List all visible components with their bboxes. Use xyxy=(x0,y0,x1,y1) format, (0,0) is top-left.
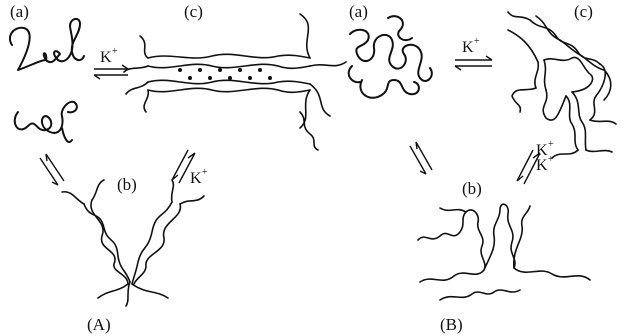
reverse-arrow xyxy=(46,154,64,181)
helix-strand xyxy=(148,88,310,92)
panel-A-bimolecular-hairpin xyxy=(62,180,204,306)
helix-strand xyxy=(535,60,546,90)
panel-B-arrow-a-b xyxy=(410,142,432,174)
panel-A-ion-charge: + xyxy=(202,167,208,178)
panel-A: (a) (c) (b) (A) K + xyxy=(10,2,346,334)
panel-A-caption: (A) xyxy=(87,315,111,334)
dangling-end xyxy=(98,282,168,306)
helix-strand xyxy=(134,204,180,284)
panel-B-ion-label: K xyxy=(462,39,474,56)
panel-A-label-b: (b) xyxy=(117,175,137,194)
dangling-end xyxy=(300,14,346,128)
forward-arrow xyxy=(40,158,58,185)
panel-A-random-coils xyxy=(10,19,84,142)
helix-strand xyxy=(132,202,172,284)
panel-B-arrow-a-c: K + xyxy=(455,36,492,70)
helix-strand xyxy=(148,80,310,84)
coil-strand xyxy=(15,102,77,142)
panel-B-random-coil xyxy=(349,16,432,98)
panel-A-label-c: (c) xyxy=(184,2,203,21)
reverse-arrow xyxy=(455,66,492,70)
panel-B-ion-charge: + xyxy=(474,36,480,47)
panel-B: (a) (c) (b) (B) K + xyxy=(349,2,616,334)
hairpin-strand xyxy=(418,204,530,270)
panel-A-ion-charge: + xyxy=(112,46,118,57)
forward-arrow xyxy=(410,146,426,174)
panel-B-label-a: (a) xyxy=(349,2,368,21)
panel-B-caption: (B) xyxy=(440,315,463,334)
loop-strand xyxy=(508,12,566,120)
helix-strand xyxy=(536,16,604,70)
panel-A-arrow-a-b xyxy=(40,154,64,185)
helix-strand xyxy=(530,20,600,64)
panel-A-label-a: (a) xyxy=(10,2,29,21)
helix-strand xyxy=(91,200,128,284)
panel-A-arrow-c-b: K + xyxy=(172,150,208,187)
panel-A-tetramolecular-quadruplex xyxy=(124,14,346,150)
panel-A-ion-label: K xyxy=(190,170,202,187)
dangling-end xyxy=(300,112,318,150)
g-quartet-dots xyxy=(178,68,272,80)
forward-arrow xyxy=(172,150,188,180)
panel-B-label-c: (c) xyxy=(574,2,593,21)
helix-strand xyxy=(148,54,310,58)
forward-arrow xyxy=(455,56,492,60)
panel-A-ion-label: K xyxy=(100,49,112,66)
reverse-arrow xyxy=(94,75,128,79)
panel-B-ion-charge: + xyxy=(548,154,554,165)
coil-strand xyxy=(10,19,84,70)
hairpin-strand xyxy=(420,268,590,282)
panel-B-arrow-c-b: K + K + xyxy=(517,139,554,184)
panel-B-intramolecular-structure xyxy=(508,12,616,158)
helix-strand xyxy=(566,92,586,150)
forward-arrow xyxy=(517,150,533,181)
dangling-end xyxy=(124,36,148,112)
panel-B-intramolecular-hairpins xyxy=(418,204,590,300)
helix-strand xyxy=(148,64,310,68)
panel-B-label-b: (b) xyxy=(462,179,482,198)
panel-A-arrow-a-c: K + xyxy=(94,46,128,79)
loop-strand xyxy=(544,57,593,92)
helix-strand xyxy=(590,64,611,120)
panel-B-ion-charge: + xyxy=(548,139,554,150)
coil-strand xyxy=(349,16,432,98)
reverse-arrow xyxy=(416,142,432,170)
panel-B-ion-label: K xyxy=(536,157,548,174)
helix-strand xyxy=(84,204,130,282)
